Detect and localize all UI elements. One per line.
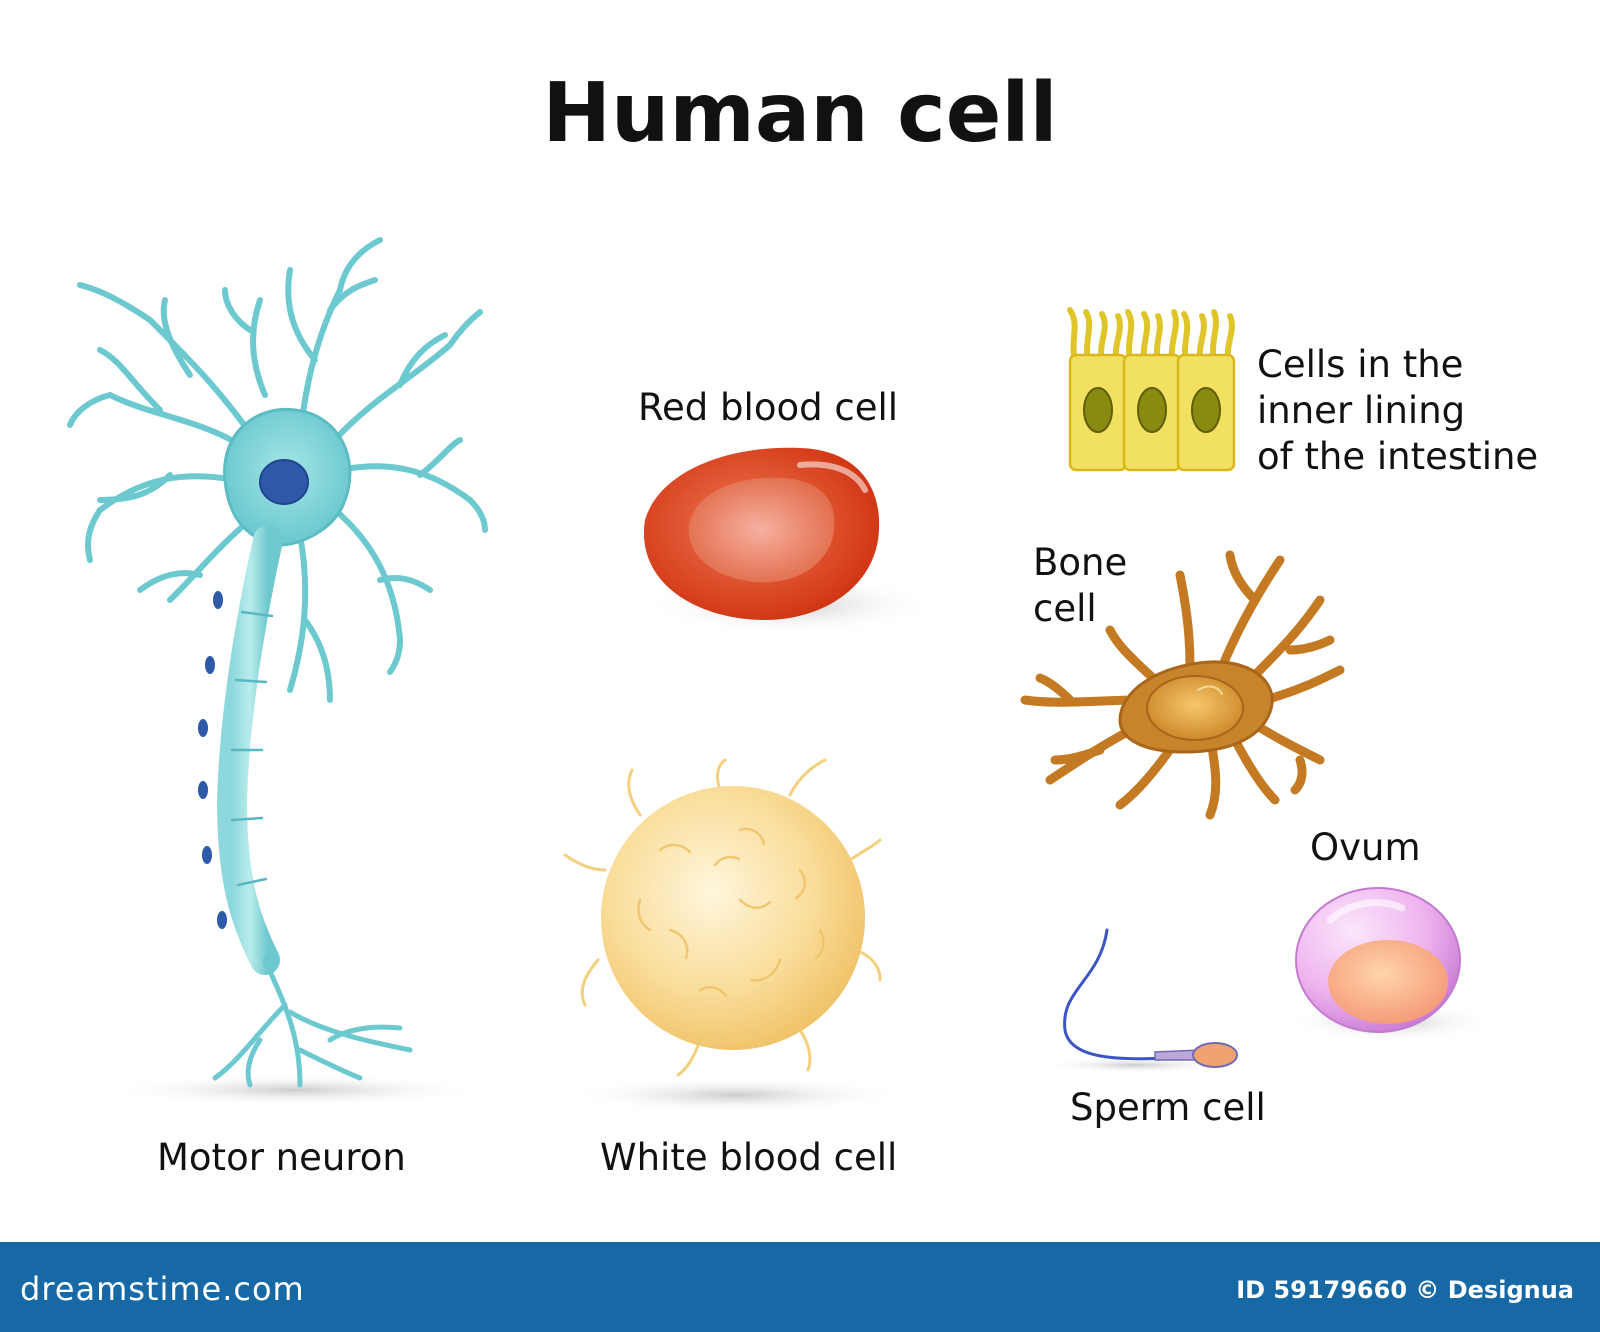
red-blood-cell-drawing [643,447,935,635]
white-blood-cell-label: White blood cell [600,1136,898,1179]
footer-stock-id: ID 59179660 © Designua [1236,1276,1574,1304]
white-blood-cell-drawing [563,758,905,1113]
cell-illustrations [67,237,1495,1113]
bone-cell-label-line1: Bone [1033,541,1128,584]
bone-cell-drawing [1020,550,1345,820]
intestine-label-line1: Cells in the [1257,343,1464,386]
footer-site-name: dreamstime.com [20,1270,305,1308]
sperm-cell-drawing [1040,928,1238,1073]
sperm-cell-label: Sperm cell [1070,1086,1266,1129]
ovum-label: Ovum [1310,826,1421,869]
motor-neuron-drawing [67,237,488,1106]
bone-cell-label-line2: cell [1033,587,1097,630]
intestine-label-line2: inner lining [1257,389,1466,432]
page-title: Human cell [542,66,1058,161]
intestine-label-line3: of the intestine [1257,435,1539,478]
intestine-cells-drawing [1067,307,1236,472]
footer-bar: dreamstime.com ID 59179660 © Designua [0,1242,1600,1332]
red-blood-cell-label: Red blood cell [638,386,899,429]
ovum-drawing [1285,887,1495,1042]
motor-neuron-label: Motor neuron [157,1136,406,1179]
